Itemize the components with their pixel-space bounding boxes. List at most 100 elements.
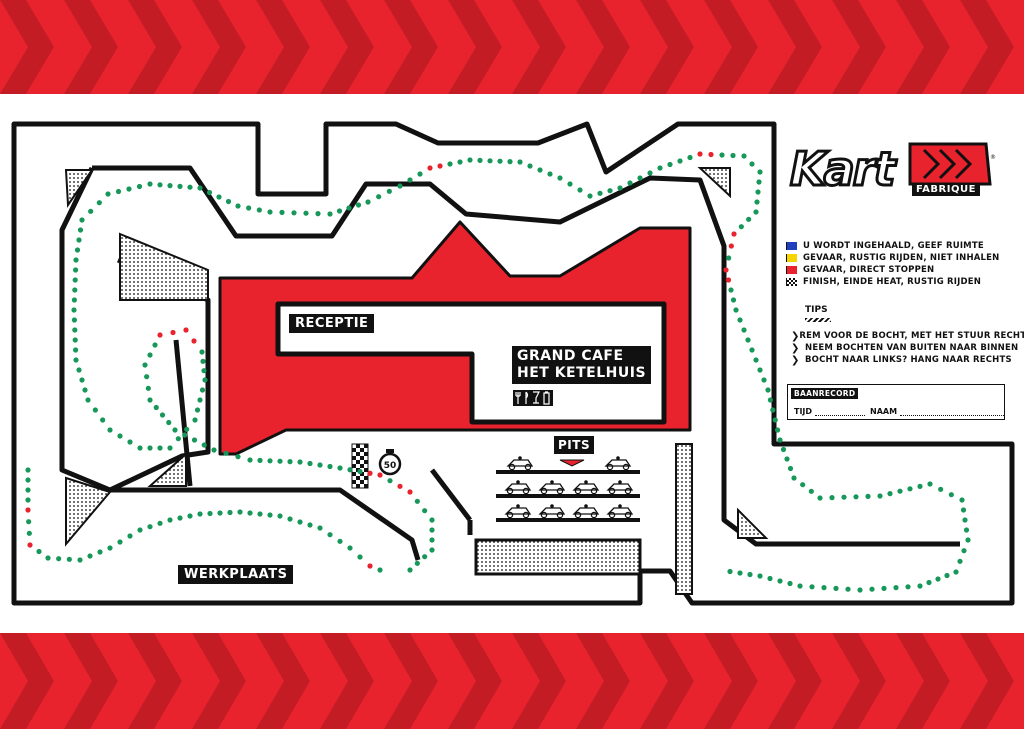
racing-line-dot [201, 442, 207, 448]
racing-line-dot [754, 199, 760, 205]
hatched-area-left-block [119, 232, 209, 301]
racing-line-dot [336, 208, 343, 214]
racing-line-dot [777, 578, 783, 584]
racing-line-dot [917, 583, 923, 589]
racing-line-dot [627, 180, 633, 186]
racing-line-dot [36, 548, 42, 555]
racing-line-dot [126, 186, 132, 192]
racing-line-dot [147, 181, 153, 187]
racing-line-dot [127, 439, 133, 445]
racing-line-dot [97, 549, 103, 555]
racing-line-dot [147, 352, 153, 358]
racing-line-dot [557, 175, 563, 181]
racing-line-dot [297, 519, 303, 525]
racing-line-dot [853, 494, 859, 500]
racing-line-dot [917, 483, 923, 489]
tips-title: TIPS [805, 305, 828, 315]
hatched-area-right-corner [737, 507, 769, 539]
racing-line-dot [657, 165, 663, 171]
racing-line-dot-brake [731, 231, 737, 237]
racing-line-dot [71, 307, 77, 313]
racing-line-dot-brake [191, 338, 197, 344]
racing-line-dot [327, 211, 333, 217]
racing-line-dot-brake [728, 243, 734, 249]
racing-line-dot [147, 524, 153, 530]
racing-line-dot [962, 517, 968, 523]
finish-line-checkered [351, 443, 369, 489]
flag-legend-text: GEVAAR, DIRECT STOPPEN [803, 265, 935, 275]
racing-line-dot [749, 347, 755, 353]
racing-line-dot [136, 183, 143, 190]
racing-line-dot [737, 570, 743, 576]
tip-item: ❯ BOCHT NAAR LINKS? HANG NAAR RECHTS [791, 354, 1020, 366]
racing-line-dot [157, 182, 163, 188]
racing-line-dot [85, 397, 91, 403]
chevron-right-icon: ❯ [791, 342, 800, 354]
racing-line-dot [387, 478, 393, 484]
racing-line-dot [167, 183, 173, 189]
racing-line-dot [25, 477, 31, 483]
racing-line-dot [728, 287, 734, 293]
flag-legend-text: U WORDT INGEHAALD, GEEF RUIMTE [803, 241, 984, 251]
racing-line-dot [761, 377, 767, 383]
racing-line-dot [157, 520, 163, 526]
record-time-field[interactable] [814, 409, 865, 416]
racing-line-dot [82, 387, 88, 393]
racing-line-dot [877, 493, 883, 499]
bottom-chevron-band [0, 633, 1024, 729]
pits-label: PITS [554, 436, 595, 454]
flag-legend-row: GEVAAR, DIRECT STOPPEN [786, 264, 1016, 276]
racing-line-dot [237, 509, 243, 515]
racing-line-dot [497, 158, 503, 164]
racing-line-dot [809, 584, 815, 590]
racing-line-dot-brake [427, 165, 433, 171]
racing-line-dot [216, 194, 222, 200]
racing-line-dot [25, 487, 31, 493]
racing-line-dot [201, 368, 207, 374]
werkplaats-label: WERKPLAATS [178, 565, 294, 584]
tip-text: NEEM BOCHTEN VAN BUITEN NAAR BINNEN [805, 343, 1019, 353]
racing-line-dot [317, 462, 323, 468]
racing-line-dot [200, 358, 206, 364]
racing-line-dot [217, 510, 223, 516]
racing-line-dot [117, 539, 123, 545]
racing-line-dot [377, 567, 383, 573]
racing-line-dot [73, 267, 79, 273]
racing-line-dot [737, 317, 743, 323]
racing-line-dot [117, 433, 123, 439]
racing-line-dot [376, 194, 382, 200]
racing-line-dot [72, 277, 78, 283]
racing-line-dot [76, 237, 82, 243]
racing-line-dot [357, 468, 363, 475]
racing-line-dot [857, 587, 863, 593]
racing-line-dot [56, 556, 62, 562]
racing-line-dot [429, 517, 435, 523]
racing-line-dot [73, 357, 79, 363]
racing-line-dot [157, 445, 163, 451]
racing-line-dot [202, 377, 208, 383]
racing-line-dot [417, 171, 423, 177]
kart-icon [538, 504, 566, 519]
tips-underline [805, 318, 831, 322]
racing-line-dot [753, 209, 759, 215]
record-name-field[interactable] [899, 409, 1004, 416]
racing-line-dot [152, 342, 158, 348]
racing-line-dot [727, 568, 733, 575]
racing-line-dot-brake [157, 332, 163, 338]
hatched-area-top-right [697, 167, 731, 199]
racing-line-dot [730, 297, 737, 303]
racing-line-dot [422, 554, 428, 560]
racing-line-dot [938, 486, 944, 492]
racing-line-dot [869, 586, 875, 592]
checkered-flag-icon [786, 278, 797, 286]
racing-line-dot [77, 227, 84, 233]
racing-line-dot [115, 188, 122, 195]
racing-line-dot [172, 427, 178, 433]
racing-line-dot [457, 159, 463, 165]
racing-line-dot [547, 171, 553, 177]
racing-line-dot [865, 493, 871, 499]
racing-line-dot [79, 377, 85, 383]
racing-line-dot [787, 465, 794, 472]
racing-line-dot [414, 560, 420, 566]
racing-line-dot [197, 397, 203, 403]
